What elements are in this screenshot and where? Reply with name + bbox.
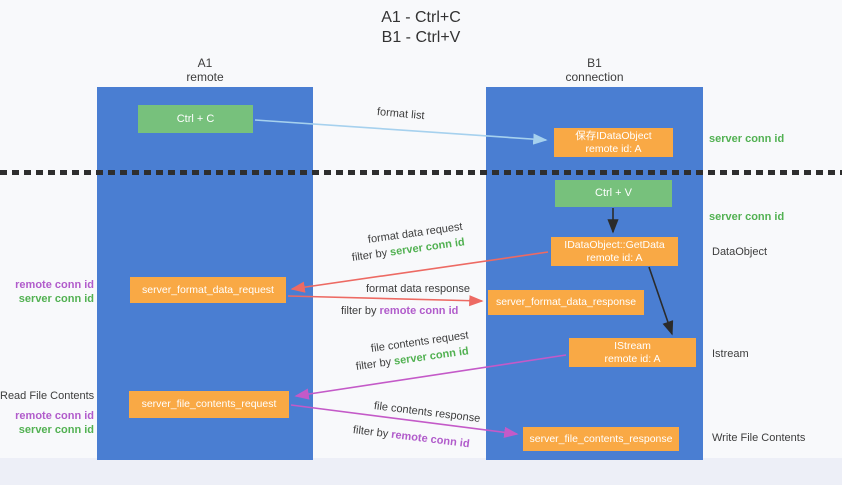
node-save-dataobject-line1: 保存IDataObject (575, 129, 652, 142)
node-server-file-contents-response: server_file_contents_response (523, 427, 679, 451)
filter-by-text-4: filter by (352, 424, 392, 441)
node-save-dataobject-line2: remote id: A (585, 142, 642, 155)
node-idataobject-getdata: IDataObject::GetData remote id: A (551, 237, 678, 266)
lifeline-b1-name: B1 (587, 56, 602, 70)
node-idataobject-getdata-line1: IDataObject::GetData (564, 238, 665, 251)
lifeline-b1-role: connection (565, 70, 624, 84)
label-server-conn-id-mid: server conn id (709, 211, 785, 223)
filter-value-4: remote conn id (390, 428, 471, 451)
filter-value-2: remote conn id (379, 305, 459, 317)
label-server-conn-id-top: server conn id (709, 133, 785, 145)
label-istream: Istream (712, 348, 749, 360)
label-remote-conn-id-1: remote conn id (15, 279, 94, 291)
node-ctrl-v: Ctrl + V (555, 180, 672, 207)
node-istream-line2: remote id: A (604, 352, 661, 365)
filter-by-text-2: filter by (341, 305, 380, 317)
node-server-format-data-response: server_format_data_response (488, 290, 644, 315)
label-server-conn-id-2: server conn id (18, 424, 94, 436)
phase-separator-dotted-line (0, 170, 842, 175)
node-server-file-contents-request-label: server_file_contents_request (141, 398, 277, 410)
node-server-file-contents-response-label: server_file_contents_response (529, 432, 673, 445)
arrow-label-filter-2: filter by remote conn id (341, 305, 458, 317)
bottom-strip (0, 458, 842, 485)
lifeline-header-a1: A1 remote (97, 56, 313, 84)
node-server-format-data-response-label: server_format_data_response (495, 296, 637, 308)
arrow-label-format-data-response: format data response (366, 283, 470, 295)
label-read-file-contents: Read File Contents (0, 390, 95, 402)
label-server-conn-id-1: server conn id (18, 293, 94, 305)
label-write-file-contents: Write File Contents (712, 432, 806, 444)
diagram-title-line2: B1 - Ctrl+V (381, 29, 461, 46)
filter-by-text-1: filter by (351, 246, 391, 264)
node-ctrl-c: Ctrl + C (138, 105, 253, 133)
diagram-title-line1: A1 - Ctrl+C (381, 9, 461, 26)
lifeline-header-b1: B1 connection (486, 56, 703, 84)
node-idataobject-getdata-line2: remote id: A (586, 251, 643, 264)
label-remote-conn-id-2: remote conn id (15, 410, 94, 422)
label-dataobject: DataObject (712, 246, 768, 258)
node-ctrl-c-label: Ctrl + C (176, 112, 215, 125)
node-ctrl-v-label: Ctrl + V (595, 187, 632, 199)
lifeline-a1-name: A1 (197, 56, 213, 70)
lifeline-a1-role: remote (186, 70, 224, 84)
node-istream: IStream remote id: A (569, 338, 696, 367)
node-istream-line1: IStream (614, 339, 651, 352)
arrow-label-filter-4: filter by remote conn id (352, 424, 470, 450)
node-server-format-data-request: server_format_data_request (130, 277, 286, 303)
node-server-format-data-request-label: server_format_data_request (142, 283, 274, 296)
filter-by-text-3: filter by (355, 355, 395, 373)
node-save-dataobject: 保存IDataObject remote id: A (554, 128, 673, 157)
arrow-label-format-list: format list (376, 106, 426, 123)
arrow-format-data-response (287, 295, 484, 307)
node-server-file-contents-request: server_file_contents_request (129, 391, 289, 418)
arrow-label-file-contents-response: file contents response (373, 400, 481, 425)
